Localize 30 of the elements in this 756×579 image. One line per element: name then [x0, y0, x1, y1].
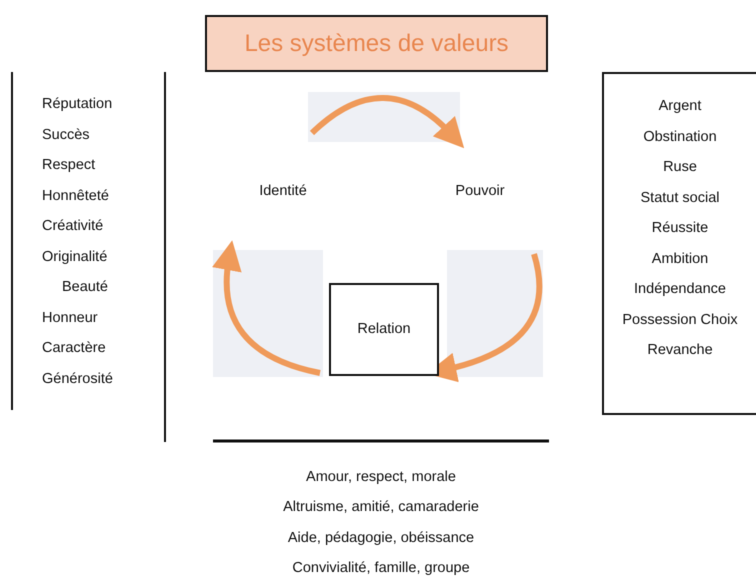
relation-value-text: Aide, pédagogie, obéissance [286, 530, 476, 546]
value-text: Honneur [42, 310, 98, 325]
node-label: Identité [259, 184, 307, 198]
relation-value-text: Convivialité, famille, groupe [291, 560, 471, 576]
value-text: Originalité [42, 250, 108, 264]
value-text: Argent [658, 99, 702, 114]
value-text: Réussite [650, 221, 710, 236]
title-text: Les systèmes de valeurs [244, 32, 509, 56]
value-text: Caractère [42, 341, 106, 356]
value-text: Générosité [42, 372, 113, 386]
value-text: Honnêteté [42, 188, 109, 203]
value-text: Ruse [662, 160, 698, 174]
value-text: Statut social [640, 190, 720, 205]
relation-value-text: Altruisme, amitié, camaraderie [282, 500, 480, 515]
relation-box [329, 283, 439, 376]
title-box [205, 15, 548, 72]
node-label: Pouvoir [455, 184, 505, 198]
value-text: Réputation [42, 97, 112, 112]
value-text: Respect [42, 158, 96, 172]
value-text: Obstination [642, 130, 718, 144]
node-label: Relation [357, 322, 411, 337]
value-text: Beauté [62, 280, 108, 294]
relation-value-text: Amour, respect, morale [305, 470, 457, 484]
value-text: Succès [42, 128, 90, 142]
value-text: Indépendance [633, 282, 727, 296]
value-text: Possession Choix [621, 312, 739, 327]
value-text: Ambition [650, 252, 710, 266]
value-text: Créativité [42, 219, 104, 234]
value-text: Revanche [646, 343, 714, 358]
value-list-box [602, 72, 756, 415]
